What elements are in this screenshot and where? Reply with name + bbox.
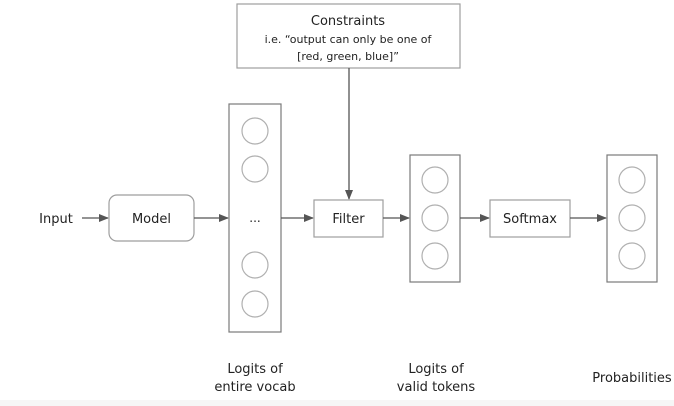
- valid-logit-node: [421, 242, 449, 270]
- logit-node: [241, 251, 269, 279]
- constraints-line1: i.e. “output can only be one of: [265, 33, 433, 46]
- probability-node: [618, 204, 646, 232]
- logit-node: [241, 290, 269, 318]
- caption-valid-line1: Logits of: [408, 362, 464, 377]
- filter-label: Filter: [332, 212, 365, 227]
- valid-logit-node: [421, 204, 449, 232]
- probability-node: [618, 242, 646, 270]
- model-box: Model: [108, 194, 195, 242]
- filter-box: Filter: [313, 199, 384, 238]
- ellipsis: ...: [249, 211, 260, 225]
- input-label: Input: [39, 212, 73, 227]
- probability-node: [618, 166, 646, 194]
- caption-probabilities: Probabilities: [592, 371, 672, 386]
- softmax-box: Softmax: [489, 199, 571, 238]
- constraints-box: Constraints i.e. “output can only be one…: [236, 3, 461, 69]
- valid-logit-node: [421, 166, 449, 194]
- logit-node: [241, 117, 269, 145]
- logit-node: [241, 155, 269, 183]
- valid-logits-column: [409, 154, 461, 283]
- vocab-logits-column: ...: [228, 103, 282, 333]
- constraints-title: Constraints: [311, 14, 385, 29]
- caption-vocab-line1: Logits of: [227, 362, 283, 377]
- caption-vocab-line2: entire vocab: [214, 380, 295, 395]
- constraints-line2: [red, green, blue]”: [297, 50, 399, 63]
- caption-valid-line2: valid tokens: [397, 380, 476, 395]
- bottom-strip: [0, 400, 674, 406]
- softmax-label: Softmax: [503, 212, 557, 227]
- model-label: Model: [132, 212, 171, 227]
- probabilities-column: [606, 154, 658, 283]
